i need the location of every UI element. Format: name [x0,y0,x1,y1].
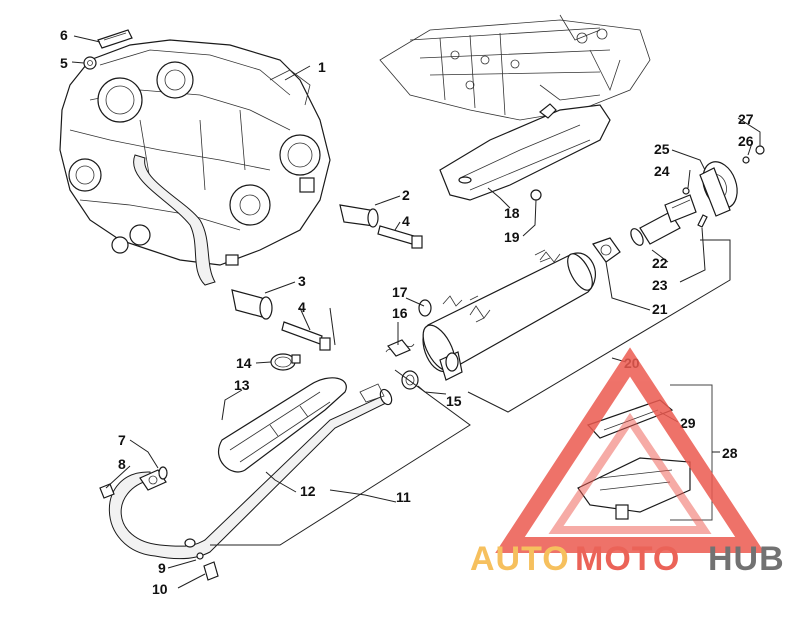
label-part-5: 5 [60,55,68,71]
washer-9 [196,552,204,560]
heat-shield-lower [217,377,347,473]
screw-23 [697,214,708,228]
muffler [422,249,596,381]
label-part-7: 7 [118,432,126,448]
screw-19 [530,189,542,201]
label-part-8: 8 [118,456,126,472]
label-part-12: 12 [300,483,316,499]
engine-assembly [59,39,331,286]
label-part-14: 14 [236,355,252,371]
spacer-stud-lower [231,289,331,351]
screw-27 [755,145,765,155]
label-part-25: 25 [654,141,670,157]
watermark-triangle-inner [548,412,712,534]
automotohub-watermark: AUTO MOTO HUB [470,347,785,578]
watermark-auto: AUTO [470,540,570,578]
label-part-22: 22 [652,255,668,271]
label-part-19: 19 [504,229,520,245]
label-part-28: 28 [722,445,738,461]
label-part-24: 24 [654,163,670,179]
label-part-23: 23 [652,277,668,293]
exhaust-pipe [108,383,393,560]
label-part-26: 26 [738,133,754,149]
washer-24 [682,187,690,195]
nut-8 [99,483,115,499]
watermark-moto: MOTO [575,540,680,578]
label-part-15: 15 [446,393,462,409]
watermark-triangle-outer [495,347,765,553]
bolt-10 [203,561,219,581]
label-part-1: 1 [318,59,326,75]
spark-arrestor [630,194,697,246]
grommet-17 [418,295,463,317]
gasket-21 [592,237,621,263]
leader-group-11 [210,369,471,546]
label-part-18: 18 [504,205,520,221]
label-part-17: 17 [392,284,408,300]
leader-group-20 [467,239,731,413]
label-part-9: 9 [158,560,166,576]
label-part-3: 3 [298,273,306,289]
label-part-13: 13 [234,377,250,393]
watermark-hub: HUB [708,540,785,578]
heat-shield-upper [439,103,611,201]
label-part-10: 10 [152,581,168,597]
label-part-2: 2 [402,187,410,203]
label-part-11: 11 [396,489,411,505]
label-part-29: 29 [680,415,696,431]
washer-26 [742,156,750,164]
label-part-4-upper: 4 [402,213,410,229]
frame-outline [379,14,651,121]
seal-15 [401,370,419,390]
flange-gasket [139,466,168,491]
end-cap [699,161,738,217]
label-part-21: 21 [652,301,668,317]
spring-16 [385,339,415,357]
label-part-6: 6 [60,27,68,43]
decal-part [97,29,133,49]
leader-lines [71,35,761,589]
label-part-4-lower: 4 [298,299,306,315]
clamp-14 [270,353,301,371]
spacer-stud-upper [339,204,423,249]
label-part-16: 16 [392,305,408,321]
label-part-27: 27 [738,111,754,127]
nut-part [83,56,97,70]
